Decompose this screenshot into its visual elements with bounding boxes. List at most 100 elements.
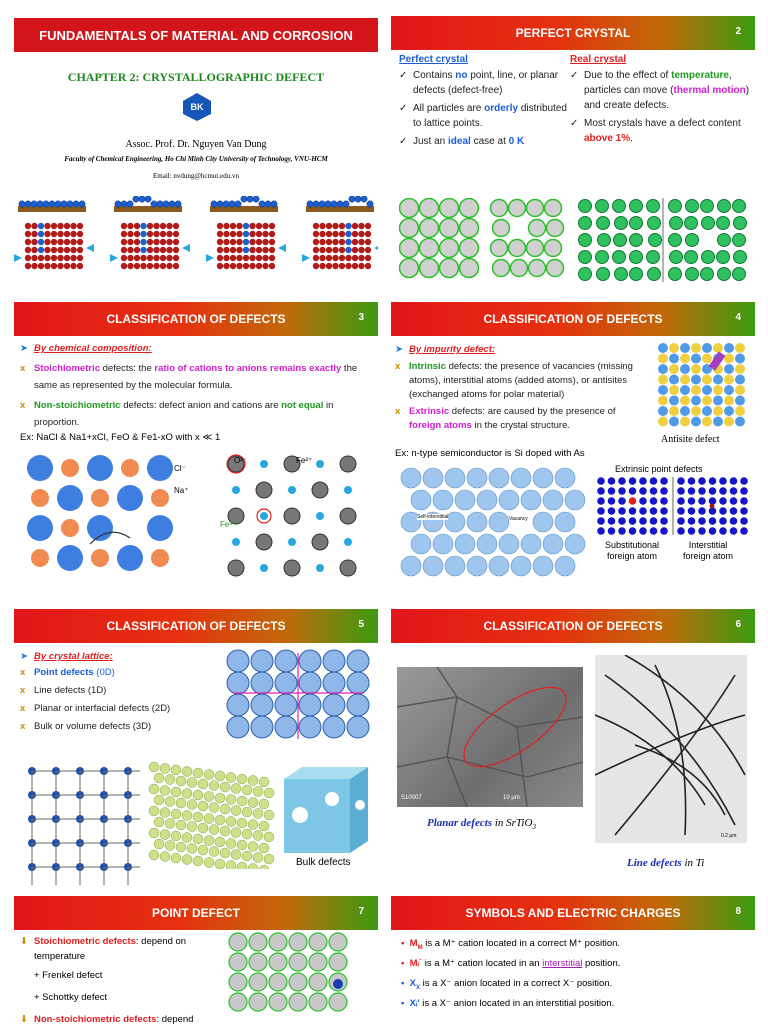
atom-shape: [597, 527, 605, 535]
atom-shape: [229, 262, 237, 270]
list-item: Non-stoichiometric defects: defect anion…: [20, 397, 374, 431]
atom-shape: [629, 216, 643, 230]
interstitial-link[interactable]: interstitial: [542, 958, 583, 969]
atom-shape: [687, 507, 696, 515]
planar-caption: Planar defects in SrTiO3: [427, 817, 536, 832]
atom-shape: [527, 218, 547, 238]
atom-shape: [554, 467, 576, 489]
atom-shape: [236, 817, 248, 829]
atom-shape: [288, 932, 308, 952]
dislocation-line: [614, 674, 736, 836]
atom-shape: [117, 485, 143, 511]
atom-shape: [120, 246, 128, 254]
atom-shape: [258, 842, 270, 854]
slide-1-title[interactable]: FUNDAMENTALS OF MATERIAL AND CORROSION C…: [0, 0, 384, 290]
atom-shape: [36, 200, 44, 208]
atom-shape: [708, 507, 717, 515]
atom-shape: [159, 246, 167, 254]
atom-shape: [328, 932, 348, 952]
atom-shape: [597, 233, 611, 247]
atom-shape: [677, 527, 685, 535]
atom-shape: [629, 267, 643, 281]
atom-shape: [444, 511, 466, 533]
slide-title: SYMBOLS AND ELECTRIC CHARGES: [465, 906, 681, 920]
atom-shape: [346, 715, 370, 739]
atom-shape: [398, 237, 420, 259]
perfect-crystal-list: Contains no point, line, or planar defec…: [391, 68, 569, 152]
atom-shape: [120, 238, 128, 246]
atom-shape: [351, 246, 359, 254]
atom-shape: [258, 864, 270, 876]
atom-shape: [338, 238, 346, 246]
atom-shape: [248, 992, 268, 1012]
sem-id: S10007: [401, 795, 422, 801]
atom-shape: [24, 200, 32, 208]
atom-shape: [268, 230, 276, 238]
atom-shape: [691, 364, 701, 374]
atom-shape: [159, 222, 167, 230]
atom-shape: [229, 246, 237, 254]
atom-shape: [336, 200, 344, 208]
lattice-heading: By crystal lattice:: [20, 649, 113, 667]
atom-shape: [628, 487, 637, 495]
atom-shape: [216, 238, 224, 246]
atom-shape: [316, 460, 324, 468]
atom-shape: [159, 262, 167, 270]
atom-shape: [197, 844, 209, 856]
atom-shape: [153, 246, 160, 254]
atom-shape: [351, 222, 359, 230]
chloride-label: Cl⁻: [174, 464, 186, 473]
atom-shape: [153, 772, 165, 784]
atom-shape: [225, 772, 237, 783]
atom-shape: [338, 222, 346, 230]
atom-shape: [258, 798, 270, 810]
atom-shape: [30, 200, 38, 208]
atom-shape: [263, 809, 275, 821]
atom-shape: [685, 199, 699, 213]
atom-shape: [31, 549, 49, 567]
silicon-lattice: Self-interstitial Vacancy: [397, 466, 587, 580]
atom-shape: [151, 549, 169, 567]
atom-shape: [230, 827, 242, 838]
atom-shape: [70, 222, 77, 230]
move-arrow: [89, 531, 131, 545]
atom-shape: [740, 507, 748, 515]
atom-shape: [120, 222, 128, 230]
atom-shape: [660, 497, 668, 505]
atom-shape: [252, 852, 264, 863]
atom-shape: [263, 853, 275, 865]
atom-shape: [520, 533, 542, 555]
atom-shape: [258, 820, 270, 832]
atom-shape: [241, 850, 253, 862]
atom-shape: [669, 343, 679, 353]
atom-shape: [698, 477, 706, 485]
atom-shape: [724, 364, 734, 374]
atom-shape: [507, 238, 527, 258]
atom-shape: [166, 262, 173, 270]
atom-shape: [458, 237, 480, 259]
atom-shape: [713, 406, 723, 416]
atom-shape: [247, 863, 259, 874]
atom-shape: [724, 395, 734, 406]
atom-shape: [288, 538, 296, 546]
atom-shape: [197, 800, 209, 812]
atom-shape: [312, 230, 320, 238]
atom-shape: [410, 533, 432, 555]
atom-shape: [63, 238, 71, 246]
atom-shape: [489, 238, 509, 258]
atom-shape: [454, 489, 476, 511]
atom-shape: [175, 797, 187, 809]
atom-shape: [252, 830, 264, 841]
atom-shape: [646, 199, 660, 213]
atom-shape: [228, 952, 248, 972]
atom-shape: [444, 467, 466, 489]
atom-shape: [172, 222, 180, 230]
